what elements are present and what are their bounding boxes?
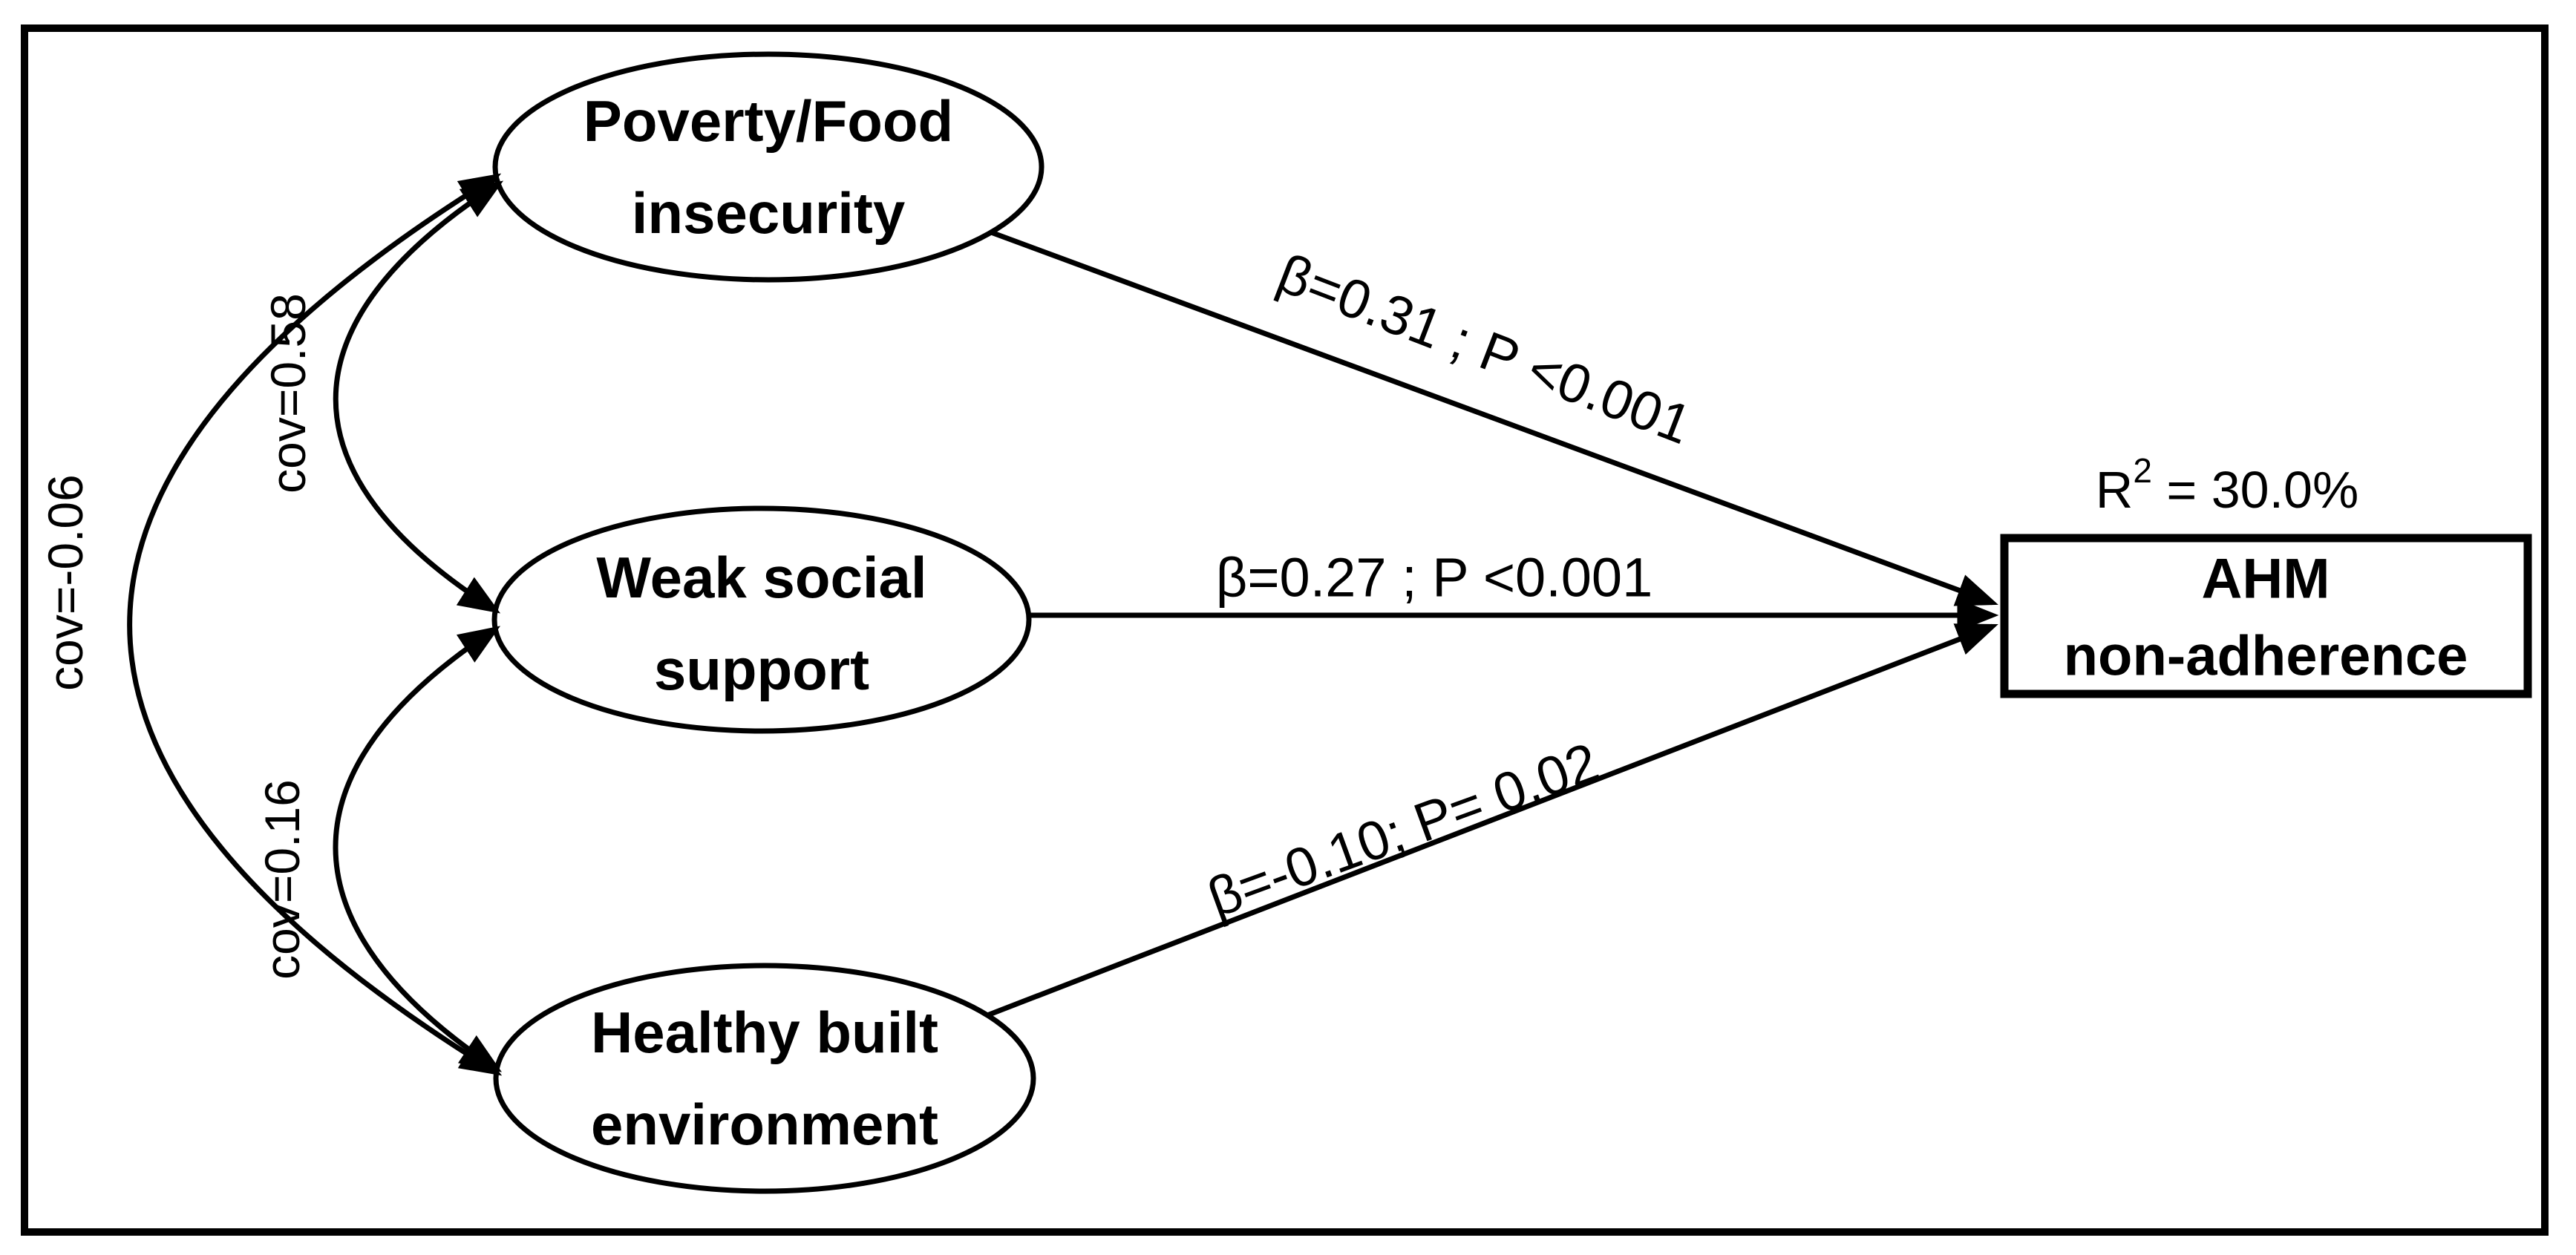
figure-frame (21, 24, 2549, 1236)
healthy-environment-label-line1: Healthy built (591, 1000, 938, 1065)
covariance-arc-poverty-social (333, 180, 504, 614)
node-poverty-ellipse (492, 51, 1045, 283)
covariance-arc-poverty-environment (127, 173, 503, 1076)
path-label-social: β=0.27 ; P <0.001 (1216, 547, 1653, 609)
outcome-label-line1: AHM (2201, 548, 2330, 611)
outcome-label-line2: non-adherence (2064, 625, 2468, 688)
r-squared-superscript: 2 (2133, 451, 2152, 490)
node-outcome-box (2000, 534, 2532, 698)
path-arrow-poverty-to-outcome (990, 229, 1998, 606)
path-label-poverty: β=0.31 ; P <0.001 (1269, 242, 1699, 456)
weak-social-label-line2: support (654, 637, 869, 702)
covariance-label-poverty-environment: cov=-0.06 (38, 474, 93, 691)
weak-social-label-line1: Weak social (596, 545, 926, 610)
r-squared-base: R (2096, 461, 2134, 519)
node-healthy-environment-ellipse (493, 963, 1036, 1194)
covariance-label-poverty-social: cov=0.58 (261, 293, 316, 494)
poverty-label-line1: Poverty/Food (583, 88, 953, 154)
poverty-label-line2: insecurity (632, 180, 905, 246)
healthy-environment-label-line2: environment (591, 1092, 938, 1157)
path-label-environment: β=-0.10; P= 0.02 (1200, 730, 1606, 928)
path-arrow-environment-to-outcome (986, 623, 1998, 1018)
covariance-arc-social-environment (333, 626, 502, 1072)
r-squared-value: = 30.0% (2152, 461, 2358, 519)
node-weak-social-ellipse (491, 505, 1032, 734)
covariance-label-social-environment: cov=0.16 (255, 779, 310, 980)
r-squared-annotation: R2 = 30.0% (2096, 451, 2358, 519)
